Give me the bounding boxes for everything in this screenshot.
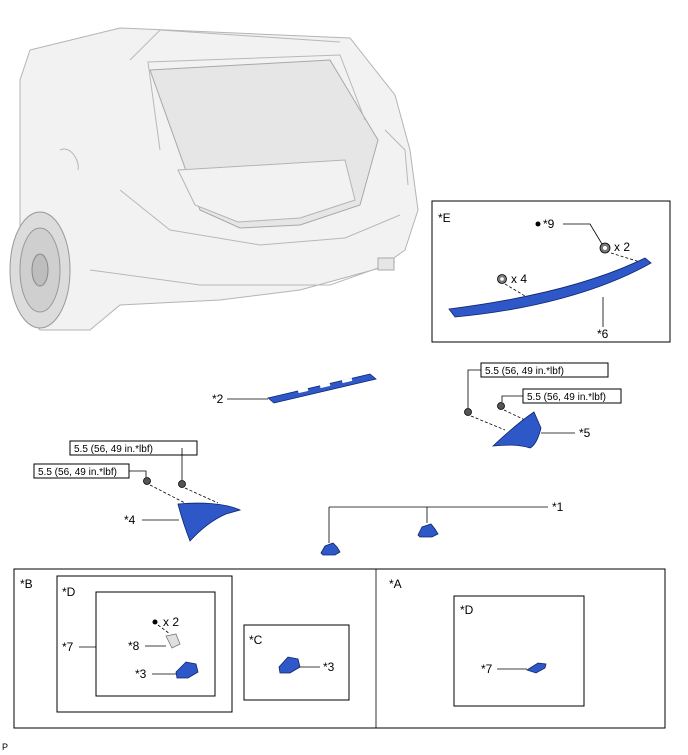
- bracket-slot: [319, 382, 331, 389]
- box-c: [243, 624, 350, 701]
- bracket-slot: [297, 387, 309, 394]
- part-3-retainer: [175, 661, 199, 679]
- dash-4a: [184, 487, 219, 504]
- torque-4: 5.5 (56, 49 in.*lbf): [38, 467, 117, 478]
- dash-5b: [503, 409, 526, 421]
- dash-8: [157, 624, 171, 635]
- box-d2-label: *D: [460, 603, 474, 617]
- part-3-retainer: [278, 656, 301, 674]
- bracket-slot: [341, 377, 353, 384]
- callout-6: *6: [597, 327, 609, 341]
- leader-torque-1: [467, 369, 481, 408]
- count-x4-e: x 4: [511, 272, 527, 286]
- box-d1: [95, 591, 216, 697]
- torque-1: 5.5 (56, 49 in.*lbf): [485, 366, 564, 377]
- box-c-label: *C: [249, 633, 263, 647]
- callout-5: *5: [579, 426, 591, 440]
- box-b-label: *B: [20, 577, 33, 591]
- part-5-cover: [491, 411, 542, 449]
- dash-9: [610, 252, 641, 263]
- clip-marker: [152, 619, 158, 625]
- box-e-label: *E: [438, 211, 451, 225]
- dash-5a: [470, 415, 506, 431]
- clip-e-x4: [497, 274, 507, 284]
- callout-8: *8: [128, 639, 140, 653]
- part-7-retainer: [526, 662, 547, 674]
- callout-2: *2: [212, 392, 224, 406]
- torque-3: 5.5 (56, 49 in.*lbf): [74, 444, 153, 455]
- wheel: [9, 211, 71, 329]
- box-b-inner: [56, 575, 233, 713]
- callout-7b: *7: [481, 662, 493, 676]
- torque-box-3: [69, 440, 198, 456]
- leader-torque-2: [501, 395, 523, 402]
- box-a-label: *A: [389, 577, 402, 591]
- view-frame: [13, 568, 666, 729]
- clip-marker: [535, 221, 541, 227]
- footer-code: P: [2, 742, 8, 752]
- part-1-retainer: [320, 542, 341, 556]
- car-illustration: [9, 27, 419, 331]
- bolt-icon: [178, 480, 186, 488]
- bolt-icon: [497, 402, 505, 410]
- callout-9: *9: [543, 217, 555, 231]
- part-8-clip: [165, 633, 181, 649]
- callout-4: *4: [124, 513, 136, 527]
- torque-2: 5.5 (56, 49 in.*lbf): [527, 392, 606, 403]
- box-d2: [453, 595, 585, 707]
- part-2-bracket: [267, 373, 377, 404]
- clip-e-x2: [599, 242, 611, 254]
- part-4-cover: [177, 502, 242, 542]
- callout-3b: *3: [323, 660, 335, 674]
- leader-9: [563, 223, 603, 245]
- box-e: [431, 200, 671, 343]
- bolt-icon: [143, 477, 151, 485]
- bolt-icon: [464, 408, 472, 416]
- callout-1: *1: [552, 500, 564, 514]
- callout-3a: *3: [135, 667, 147, 681]
- box-d1-label: *D: [62, 585, 76, 599]
- part-1-retainer: [417, 523, 439, 538]
- count-x2-d: x 2: [163, 615, 179, 629]
- dash-x4: [504, 283, 526, 297]
- part-6-molding: [448, 257, 652, 318]
- dash-4b: [149, 484, 186, 504]
- callout-7a: *7: [62, 640, 74, 654]
- leader-torque-4: [129, 470, 147, 477]
- count-x2-e: x 2: [614, 240, 630, 254]
